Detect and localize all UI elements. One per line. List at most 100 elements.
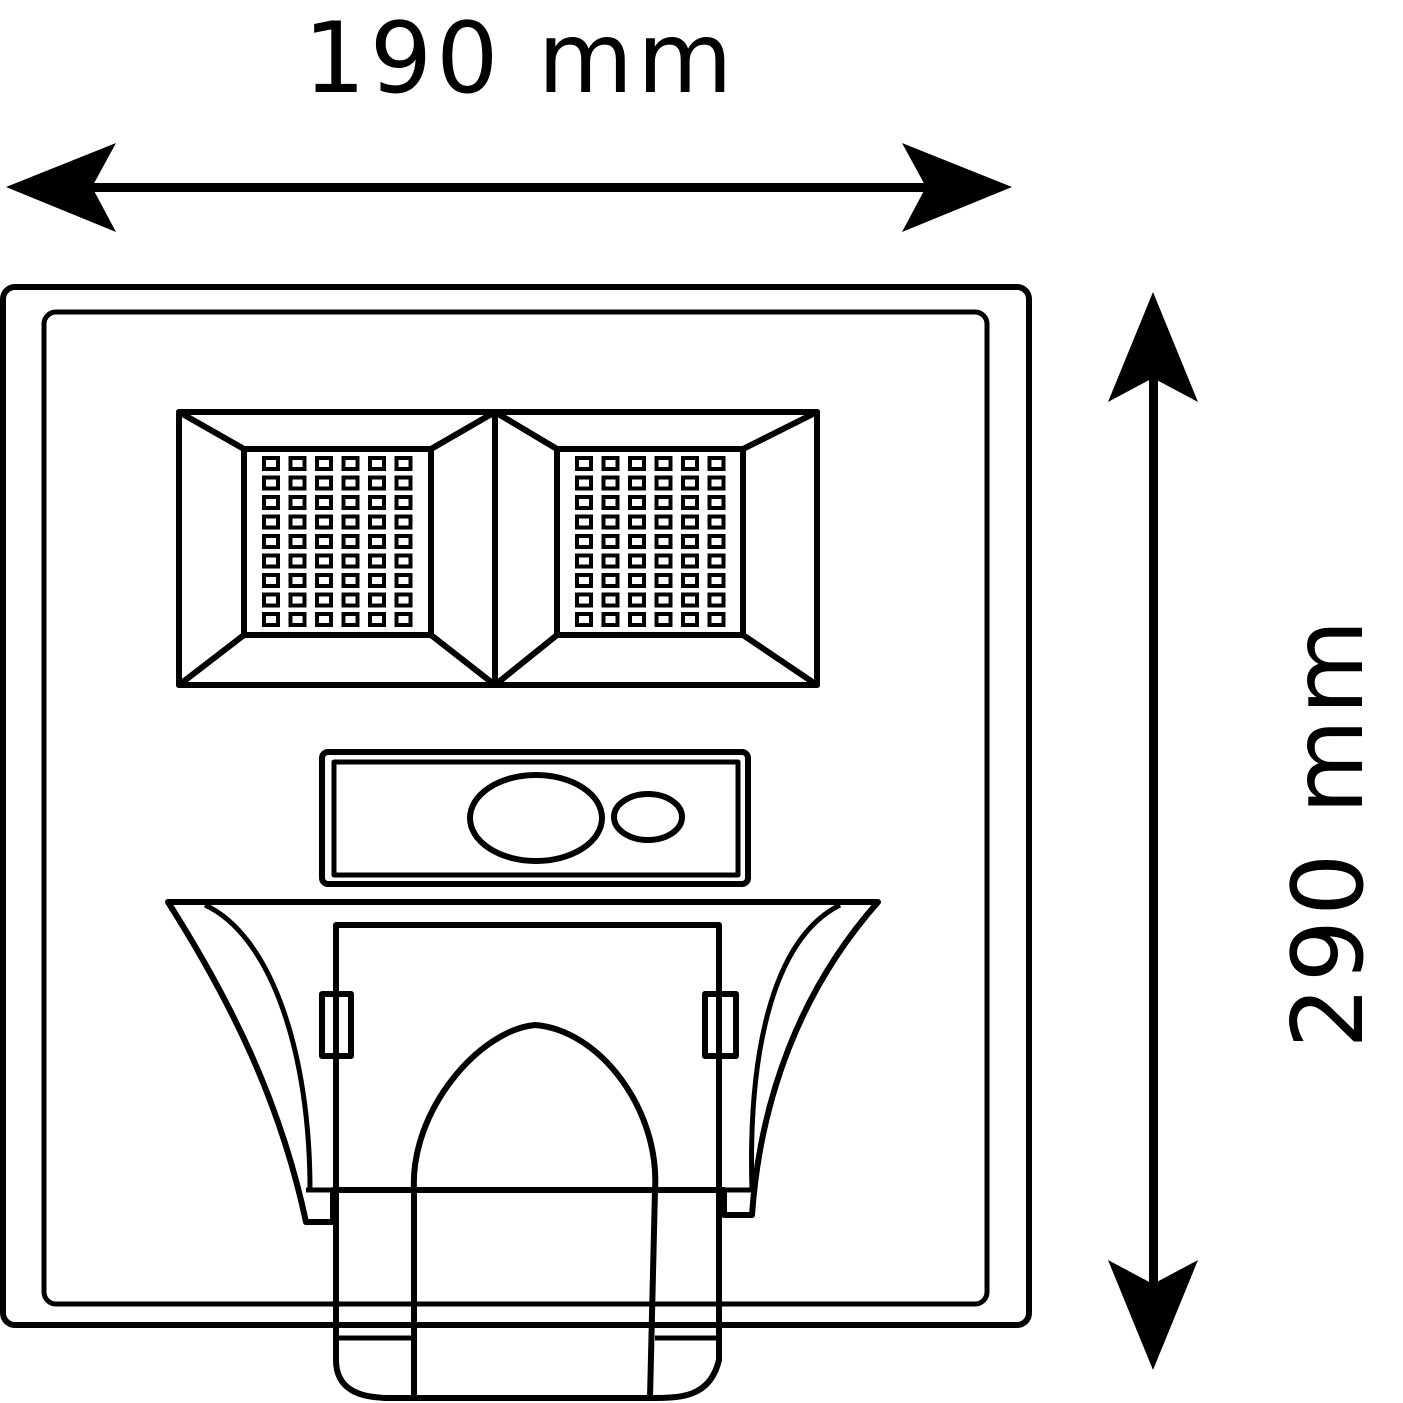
led-chip [262, 573, 280, 588]
led-chip [628, 534, 646, 549]
led-chip [368, 514, 386, 530]
height-arrow-top-head [1108, 292, 1198, 402]
led-chip [707, 573, 726, 588]
led-chip [628, 573, 646, 588]
led-chip [707, 592, 726, 608]
led-chip [654, 495, 673, 510]
led-chip [288, 514, 307, 530]
bracket-pin-right [702, 991, 739, 1059]
led-chip [341, 553, 360, 569]
led-chip [628, 456, 646, 471]
bracket-pin-left [319, 991, 354, 1059]
led-chip [601, 612, 620, 627]
led-chip [707, 475, 726, 491]
led-chip [681, 534, 699, 549]
led-chip [288, 592, 307, 608]
led-chip [288, 573, 307, 588]
led-grid-right [575, 456, 726, 627]
led-chip [315, 456, 333, 471]
led-chip [601, 475, 620, 491]
led-chip [288, 495, 307, 510]
led-chip [315, 612, 333, 627]
led-chip [681, 573, 699, 588]
sensor-housing-inner [331, 759, 741, 878]
led-chip [394, 475, 413, 491]
led-panel-left-frame [241, 446, 434, 638]
led-chip [341, 592, 360, 608]
led-chip [707, 534, 726, 549]
led-chip [341, 514, 360, 530]
led-chip [341, 495, 360, 510]
led-chip [681, 553, 699, 569]
led-chip [575, 475, 593, 491]
led-chip [368, 456, 386, 471]
led-chip [394, 573, 413, 588]
led-chip [681, 592, 699, 608]
led-chip [575, 592, 593, 608]
led-chip [628, 495, 646, 510]
led-chip [394, 456, 413, 471]
pir-sensor-lens [467, 772, 605, 864]
led-chip [288, 475, 307, 491]
led-chip [654, 592, 673, 608]
led-chip [575, 534, 593, 549]
led-chip [601, 573, 620, 588]
led-chip [575, 612, 593, 627]
led-chip [341, 573, 360, 588]
width-arrow-left-head [6, 143, 116, 232]
height-arrow-bottom-head [1108, 1260, 1198, 1370]
led-chip [288, 553, 307, 569]
led-chip [262, 534, 280, 549]
led-chip [394, 592, 413, 608]
led-panel-right-frame [554, 446, 746, 638]
led-chip [368, 612, 386, 627]
led-chip [315, 592, 333, 608]
led-panel-right [492, 409, 820, 688]
width-label: 190 mm [303, 2, 736, 116]
led-chip [315, 553, 333, 569]
led-chip [394, 534, 413, 549]
bracket-outer-flare [165, 899, 881, 1225]
led-chip [654, 573, 673, 588]
led-chip [681, 456, 699, 471]
led-chip [394, 612, 413, 627]
led-chip [368, 495, 386, 510]
led-chip [654, 612, 673, 627]
height-label: 290 mm [1272, 615, 1386, 1048]
led-chip [601, 495, 620, 510]
led-chip [628, 514, 646, 530]
led-chip [262, 592, 280, 608]
led-chip [368, 573, 386, 588]
led-chip [628, 612, 646, 627]
led-chip [707, 612, 726, 627]
led-chip [262, 475, 280, 491]
led-chip [341, 456, 360, 471]
light-sensor [611, 791, 685, 843]
height-arrow-shaft [1149, 340, 1158, 1320]
sensor-housing-outer [319, 749, 751, 887]
led-chip [575, 553, 593, 569]
led-chip [394, 553, 413, 569]
led-chip [288, 456, 307, 471]
outer-housing [0, 284, 1032, 1328]
led-chip [575, 495, 593, 510]
mounting-bracket [165, 899, 881, 1401]
led-chip [262, 456, 280, 471]
led-chip [654, 514, 673, 530]
led-chip [601, 514, 620, 530]
led-chip [315, 475, 333, 491]
led-chip [394, 514, 413, 530]
led-chip [628, 475, 646, 491]
mounting-post-cap [410, 1022, 659, 1193]
led-chip [288, 534, 307, 549]
led-chip [368, 592, 386, 608]
inner-solar-panel-frame [41, 309, 990, 1307]
led-chip [341, 475, 360, 491]
width-arrow-shaft [60, 183, 950, 192]
led-chip [368, 475, 386, 491]
led-chip [262, 612, 280, 627]
led-chip [654, 456, 673, 471]
led-chip [628, 553, 646, 569]
width-arrow-right-head [902, 143, 1012, 232]
